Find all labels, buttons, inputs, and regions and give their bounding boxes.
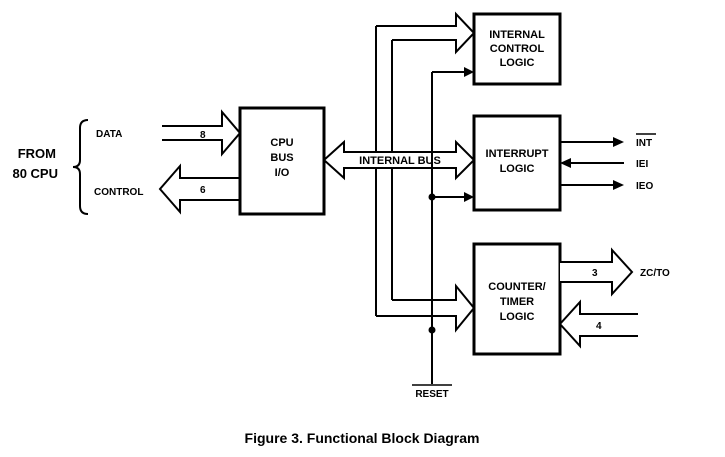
cpu-bus-io-block xyxy=(238,106,326,216)
bus-to-control-logic xyxy=(376,11,476,55)
ieo-label: IEO xyxy=(636,181,653,192)
internal-bus-label: INTERNAL BUS xyxy=(359,155,441,167)
reset-label: RESET xyxy=(415,389,448,400)
counter-timer-label-1: COUNTER/ xyxy=(488,281,545,293)
junction-dot-2 xyxy=(428,326,436,334)
iei-arrowhead xyxy=(560,158,571,168)
source-label-line2: 80 CPU xyxy=(12,166,58,181)
interrupt-logic-label-1: INTERRUPT xyxy=(486,148,549,160)
figure-caption: Figure 3. Functional Block Diagram xyxy=(245,430,480,446)
zc-to-bus-arrow xyxy=(560,247,634,297)
clk-trg-bus-arrow xyxy=(558,299,638,349)
control-logic-label-1: INTERNAL xyxy=(489,29,545,41)
control-bus-arrow xyxy=(158,163,240,215)
arrowhead-int xyxy=(464,192,474,202)
zc-to-label: ZC/TO xyxy=(640,268,670,279)
zc-to-width-label: 3 xyxy=(592,268,598,279)
cpu-bus-io-label-2: BUS xyxy=(270,152,293,164)
clk-trg-width-label: 4 xyxy=(596,321,602,332)
iei-label: IEI xyxy=(636,159,648,170)
counter-timer-logic-block xyxy=(472,242,562,356)
int-arrowhead xyxy=(613,137,624,147)
int-label: INT xyxy=(636,138,652,149)
data-width-label: 8 xyxy=(200,130,206,141)
counter-timer-label-3: LOGIC xyxy=(500,311,535,323)
control-width-label: 6 xyxy=(200,185,206,196)
control-logic-label-3: LOGIC xyxy=(500,57,535,69)
junction-dot-1 xyxy=(428,193,436,201)
cpu-bus-io-label-3: I/O xyxy=(275,167,290,179)
source-brace xyxy=(72,119,89,215)
internal-control-logic-block xyxy=(472,12,562,86)
arrowhead-ctl xyxy=(464,67,474,77)
interrupt-logic-block xyxy=(472,114,562,212)
control-logic-label-2: CONTROL xyxy=(490,43,545,55)
counter-timer-label-2: TIMER xyxy=(500,296,534,308)
ieo-arrowhead xyxy=(613,180,624,190)
cpu-bus-io-label-1: CPU xyxy=(270,137,293,149)
data-label: DATA xyxy=(96,129,122,140)
control-label: CONTROL xyxy=(94,187,143,198)
interrupt-logic-label-2: LOGIC xyxy=(500,163,535,175)
bus-to-counter-timer xyxy=(376,283,476,333)
source-label-line1: FROM xyxy=(18,146,56,161)
